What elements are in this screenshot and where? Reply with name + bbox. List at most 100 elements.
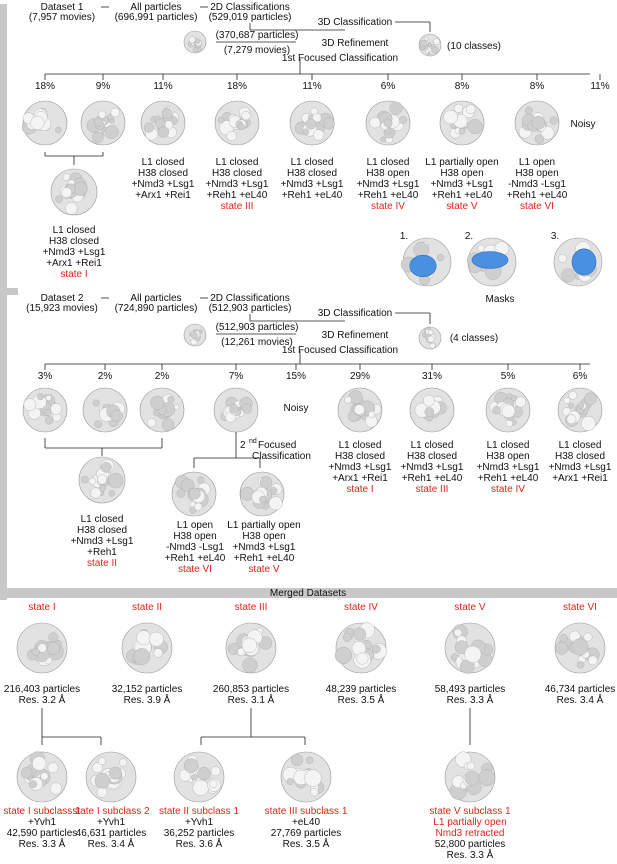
- merged-state-name: state IV: [344, 602, 378, 613]
- class-label-line: +Nmd3 +Lsg1: [131, 179, 195, 190]
- noisy-label: Noisy: [283, 403, 309, 414]
- class-label-line: H38 closed: [334, 451, 386, 462]
- density-map-image: [289, 100, 335, 146]
- merged-state-particles: 32,152 particles: [111, 684, 183, 695]
- density-map-image: [439, 100, 485, 146]
- num-classes: (10 classes): [447, 41, 501, 52]
- sub-class-label-line: L1 open: [176, 520, 214, 531]
- class-label-line: +Nmd3 +Lsg1: [430, 179, 494, 190]
- density-map-image: [16, 751, 68, 803]
- subclass-particles: 27,769 particles: [270, 828, 342, 839]
- density-map-image: [183, 30, 207, 54]
- left-bar: [0, 4, 7, 600]
- mask-number: 1.: [399, 231, 409, 242]
- sub-class-label-line: -Nmd3 -Lsg1: [166, 542, 224, 553]
- class-percent: 9%: [95, 81, 111, 92]
- class-percent: 5%: [500, 371, 516, 382]
- class3d-label: 3D Classification: [317, 17, 393, 28]
- merged-state-particles: 260,853 particles: [212, 684, 290, 695]
- density-map-image: [557, 387, 603, 433]
- class-percent: 3%: [37, 371, 53, 382]
- focused-label: 1st Focused Classification: [281, 53, 399, 64]
- density-map-image: [444, 622, 496, 674]
- class-label-state: state III: [415, 484, 449, 495]
- class-label-line: +Arx1 +Rei1: [135, 190, 191, 201]
- merged-class-label-line: L1 closed: [52, 225, 96, 236]
- class-percent: 8%: [529, 81, 545, 92]
- class-label-line: +Nmd3 +Lsg1: [356, 179, 420, 190]
- density-map-image: [280, 751, 332, 803]
- second-focused-num: 2: [240, 440, 246, 451]
- class-label-line: +Nmd3 +Lsg1: [476, 462, 540, 473]
- dataset-movies: (7,957 movies): [28, 12, 96, 23]
- subclass-title: state II subclass 1: [158, 806, 240, 817]
- density-map-image: [139, 387, 185, 433]
- sub-class-label-line: H38 open: [242, 531, 286, 542]
- focused-label: 1st Focused Classification: [281, 345, 399, 356]
- class-label-line: +Nmd3 +Lsg1: [328, 462, 392, 473]
- class-label-line: H38 open: [440, 168, 484, 179]
- masks-label: Masks: [485, 294, 515, 305]
- class-label-line: H38 closed: [554, 451, 606, 462]
- class-label-line: L1 partially open: [425, 157, 499, 168]
- refine-count: (512,903 particles): [215, 322, 299, 333]
- refine-movies: (7,279 movies): [223, 45, 291, 56]
- subclass-title: Nmd3 retracted: [435, 828, 505, 839]
- density-map-image: [173, 751, 225, 803]
- class-label-line: +Nmd3 +Lsg1: [400, 462, 464, 473]
- merged-class-label-state: state I: [60, 269, 88, 280]
- density-map-image: [21, 100, 68, 146]
- class-label-line: L1 closed: [338, 440, 382, 451]
- mask-region: [409, 254, 437, 278]
- density-map-image: [78, 456, 126, 504]
- subclass-title: state V subclass 1: [429, 806, 511, 817]
- merged-state-resolution: Res. 3.4 Å: [556, 695, 604, 706]
- merged-class-label-line: H38 closed: [76, 525, 128, 536]
- merged-state-particles: 48,239 particles: [325, 684, 397, 695]
- mask-region: [471, 251, 509, 269]
- class-label-line: +Reh1 +eL40: [281, 190, 343, 201]
- merged-datasets-label: Merged Datasets: [269, 588, 347, 599]
- second-focused-label: Classification: [252, 451, 311, 462]
- density-map-image: [409, 387, 455, 433]
- class-label-line: H38 closed: [286, 168, 338, 179]
- all-particles-count: (724,890 particles): [114, 303, 198, 314]
- subclass-resolution: Res. 3.3 Å: [18, 839, 66, 850]
- subclass-title: state I subclass 2: [72, 806, 150, 817]
- dataset-name: Dataset 2: [40, 293, 84, 304]
- class-label-line: L1 closed: [558, 440, 602, 451]
- class-percent: 11%: [153, 81, 173, 92]
- class-percent: 8%: [454, 81, 470, 92]
- subclass-extra: +Yvh1: [96, 817, 126, 828]
- merged-state-particles: 216,403 particles: [3, 684, 81, 695]
- density-map-image: [334, 622, 387, 674]
- subclass-extra: +Yvh1: [184, 817, 214, 828]
- density-map-image: [514, 100, 560, 146]
- density-map-image: [22, 387, 68, 433]
- dataset-name: Dataset 1: [40, 2, 84, 13]
- merged-class-label-line: +Nmd3 +Lsg1: [70, 536, 134, 547]
- sub-class-label-state: state V: [248, 564, 280, 575]
- noisy-label: Noisy: [570, 119, 596, 130]
- mask-region: [571, 248, 597, 276]
- merged-state-particles: 58,493 particles: [434, 684, 506, 695]
- merged-state-resolution: Res. 3.2 Å: [18, 695, 66, 706]
- sub-class-label-line: +Reh1 +eL40: [233, 553, 295, 564]
- class-percent: 18%: [34, 81, 55, 92]
- sub-class-label-line: H38 open: [173, 531, 217, 542]
- density-map-image: [418, 33, 442, 57]
- class-percent: 6%: [380, 81, 396, 92]
- merged-state-name: state II: [131, 602, 162, 613]
- merged-class-label-line: L1 closed: [80, 514, 124, 525]
- merged-class-label-line: H38 closed: [48, 236, 100, 247]
- merged-state-resolution: Res. 3.5 Å: [337, 695, 385, 706]
- subclass-resolution: Res. 3.3 Å: [446, 850, 494, 861]
- class-label-line: H38 open: [515, 168, 559, 179]
- subclass-particles: 46,631 particles: [75, 828, 147, 839]
- class-label-line: +Reh1 +eL40: [431, 190, 493, 201]
- density-map-image: [140, 100, 186, 146]
- merged-state-name: state VI: [563, 602, 597, 613]
- refine-movies: (12,261 movies): [221, 337, 293, 348]
